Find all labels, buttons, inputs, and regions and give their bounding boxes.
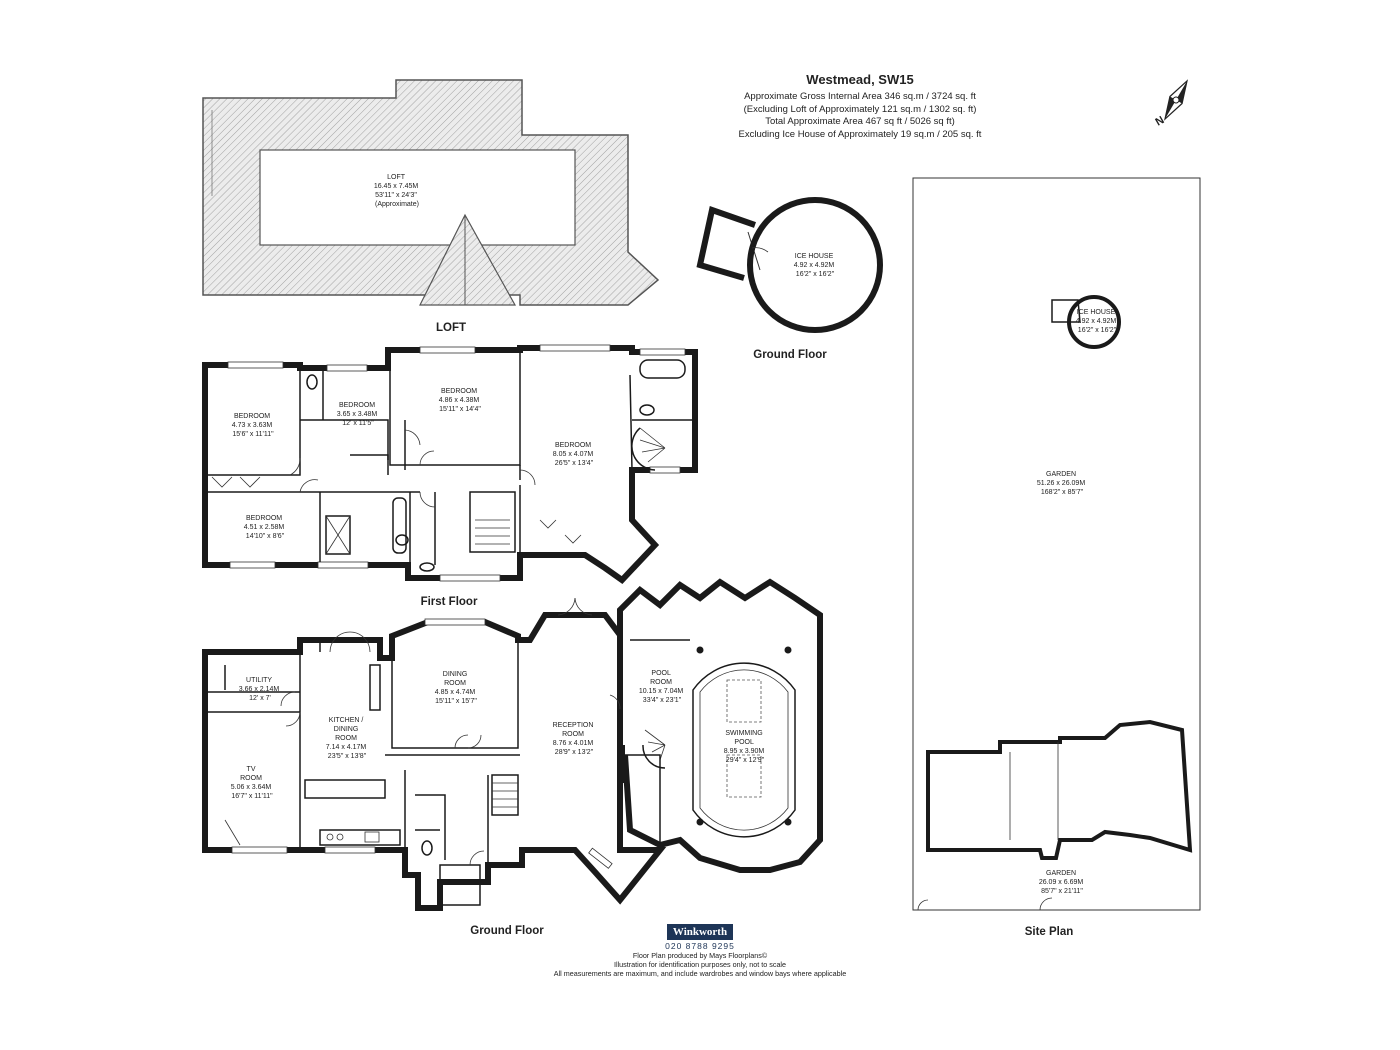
plan-footer: Winkworth 020 8788 9295 Floor Plan produ… xyxy=(520,922,880,978)
compass-label: N xyxy=(1154,114,1167,128)
site-plan: ICE HOUSE 4.92 x 4.92M 16'2" x 16'2" GAR… xyxy=(912,177,1201,938)
room-label-site-garden-1: GARDEN 51.26 x 26.09M 168'2" x 85'7" xyxy=(1037,471,1087,496)
room-label-kitchen: KITCHEN / DINING ROOM 7.14 x 4.17M 23'5"… xyxy=(326,717,368,760)
pool-room-wall xyxy=(617,578,823,873)
caption-ice-house-ground-floor: Ground Floor xyxy=(753,349,827,361)
area-line-1: Approximate Gross Internal Area 346 sq.m… xyxy=(744,91,976,102)
room-label-ice-house: ICE HOUSE 4.92 x 4.92M 16'2" x 16'2" xyxy=(794,253,836,278)
property-header: Westmead, SW15 Approximate Gross Interna… xyxy=(690,72,1030,141)
room-label-ff-bedroom-1: BEDROOM 4.73 x 3.63M 15'6" x 11'11" xyxy=(232,413,274,438)
ice-house-wall xyxy=(747,197,883,333)
shower-tray-icon xyxy=(325,515,351,555)
caption-first-floor: First Floor xyxy=(421,596,478,608)
room-label-ff-bedroom-3: BEDROOM 4.86 x 4.38M 15'11" x 14'4" xyxy=(439,388,482,413)
room-label-utility: UTILITY 3.66 x 2.14M 12' x 7' xyxy=(239,677,281,702)
site-boundary xyxy=(912,177,1201,911)
caption-ground-floor: Ground Floor xyxy=(470,925,544,937)
ground-floor-plan: UTILITY 3.66 x 2.14M 12' x 7' KITCHEN / … xyxy=(202,578,823,937)
room-label-loft: LOFT 16.45 x 7.45M 53'11" x 24'3" (Appro… xyxy=(374,174,420,208)
room-label-tv-room: TV ROOM 5.06 x 3.64M 16'7" x 11'11" xyxy=(231,766,273,800)
footer-line-3: All measurements are maximum, and includ… xyxy=(553,969,847,978)
swimming-pool-outline xyxy=(692,662,796,838)
room-label-reception: RECEPTION ROOM 8.76 x 4.01M 28'9" x 13'2… xyxy=(553,722,596,756)
room-label-pool-room: POOL ROOM 10.15 x 7.04M 33'4" x 23'1" xyxy=(639,670,685,704)
caption-loft: LOFT xyxy=(436,322,466,334)
site-house-footprint xyxy=(926,719,1193,860)
footer-line-2: Illustration for identification purposes… xyxy=(613,960,787,969)
room-label-ff-bedroom-4: BEDROOM 8.05 x 4.07M 26'5" x 13'4" xyxy=(553,442,595,467)
bathtub-icon xyxy=(392,497,407,554)
room-label-swimming-pool: SWIMMING POOL 8.95 x 3.90M 29'4" x 12'9" xyxy=(724,730,766,764)
loft-plan: LOFT 16.45 x 7.45M 53'11" x 24'3" (Appro… xyxy=(202,79,660,334)
room-label-site-ice-house: ICE HOUSE 4.92 x 4.92M 16'2" x 16'2" xyxy=(1076,309,1118,334)
room-label-site-garden-2: GARDEN 26.09 x 6.69M 85'7" x 21'11" xyxy=(1039,870,1085,895)
property-title: Westmead, SW15 xyxy=(806,72,914,87)
first-floor-plan: BEDROOM 4.73 x 3.63M 15'6" x 11'11" BEDR… xyxy=(202,344,698,608)
ice-house-plan: ICE HOUSE 4.92 x 4.92M 16'2" x 16'2" Gro… xyxy=(696,197,883,361)
loft-floor-area xyxy=(259,149,576,246)
area-line-3: Total Approximate Area 467 sq ft / 5026 … xyxy=(765,116,955,127)
footer-line-1: Floor Plan produced by Mays Floorplans© xyxy=(632,951,768,960)
area-line-4: Excluding Ice House of Approximately 19 … xyxy=(738,128,982,140)
agent-phone: 020 8788 9295 xyxy=(665,941,735,951)
area-line-2: (Excluding Loft of Approximately 121 sq.… xyxy=(743,103,977,115)
winkworth-logo: Winkworth xyxy=(666,924,734,940)
room-label-ff-bedroom-5: BEDROOM 4.51 x 2.58M 14'10" x 8'6" xyxy=(244,515,286,540)
room-label-dining: DINING ROOM 4.85 x 4.74M 15'11" x 15'7" xyxy=(435,671,478,705)
caption-site-plan: Site Plan xyxy=(1025,926,1074,938)
room-label-ff-bedroom-2: BEDROOM 3.65 x 3.48M 12' x 11'5" xyxy=(337,402,379,427)
compass-north-arrow-icon xyxy=(1164,79,1188,121)
